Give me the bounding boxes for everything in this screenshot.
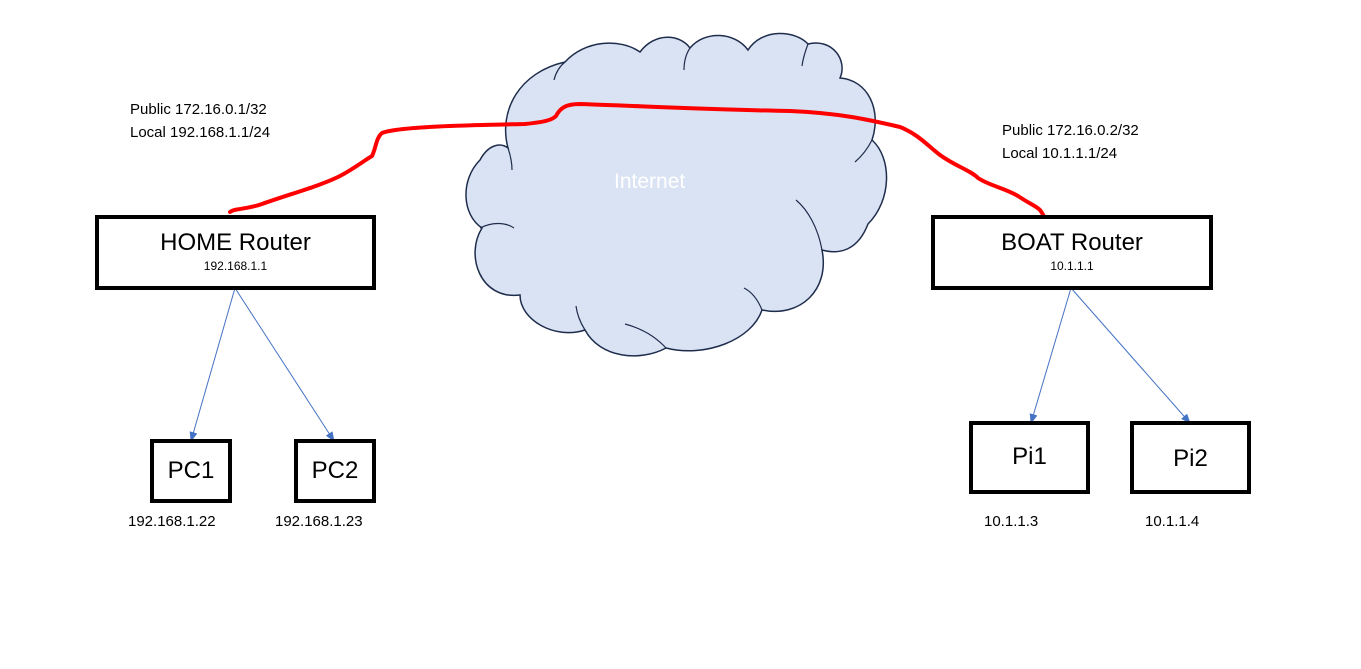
pi2-name: Pi2: [1173, 445, 1208, 472]
boat-router-box[interactable]: BOAT Router 10.1.1.1: [931, 215, 1213, 290]
pc1-ip: 192.168.1.22: [128, 513, 216, 530]
pc1-box[interactable]: PC1: [150, 439, 232, 503]
pi2-box[interactable]: Pi2: [1130, 421, 1251, 494]
link-home-pc2: [234, 287, 335, 442]
boat-router-ip: 10.1.1.1: [1050, 259, 1094, 273]
pi1-ip: 10.1.1.3: [984, 513, 1039, 530]
home-router-ip: 192.168.1.1: [203, 259, 268, 273]
cloud-shape: [465, 32, 888, 357]
home-router-box[interactable]: HOME Router 192.168.1.1: [95, 215, 376, 290]
link-boat-pi1: [1029, 287, 1072, 424]
pc2-name: PC2: [311, 457, 359, 484]
boat-local-address: Local 10.1.1.1/24: [1002, 145, 1118, 162]
boat-public-address: Public 172.16.0.2/32: [1002, 122, 1139, 139]
link-home-pc1: [189, 287, 236, 442]
pi1-box[interactable]: Pi1: [969, 421, 1090, 494]
pi1-name: Pi1: [1012, 443, 1047, 470]
link-boat-pi2: [1070, 287, 1191, 424]
pc2-box[interactable]: PC2: [294, 439, 376, 503]
pc2-ip: 192.168.1.23: [275, 513, 363, 530]
tunnel-connection: [228, 102, 1048, 221]
boat-router-name: BOAT Router: [1001, 229, 1143, 256]
home-local-address: Local 192.168.1.1/24: [130, 124, 271, 141]
home-router-name: HOME Router: [160, 229, 311, 256]
internet-cloud: [465, 32, 888, 357]
pc1-name: PC1: [167, 457, 215, 484]
home-public-address: Public 172.16.0.1/32: [130, 101, 267, 118]
internet-label: Internet: [614, 170, 686, 193]
pi2-ip: 10.1.1.4: [1145, 513, 1200, 530]
